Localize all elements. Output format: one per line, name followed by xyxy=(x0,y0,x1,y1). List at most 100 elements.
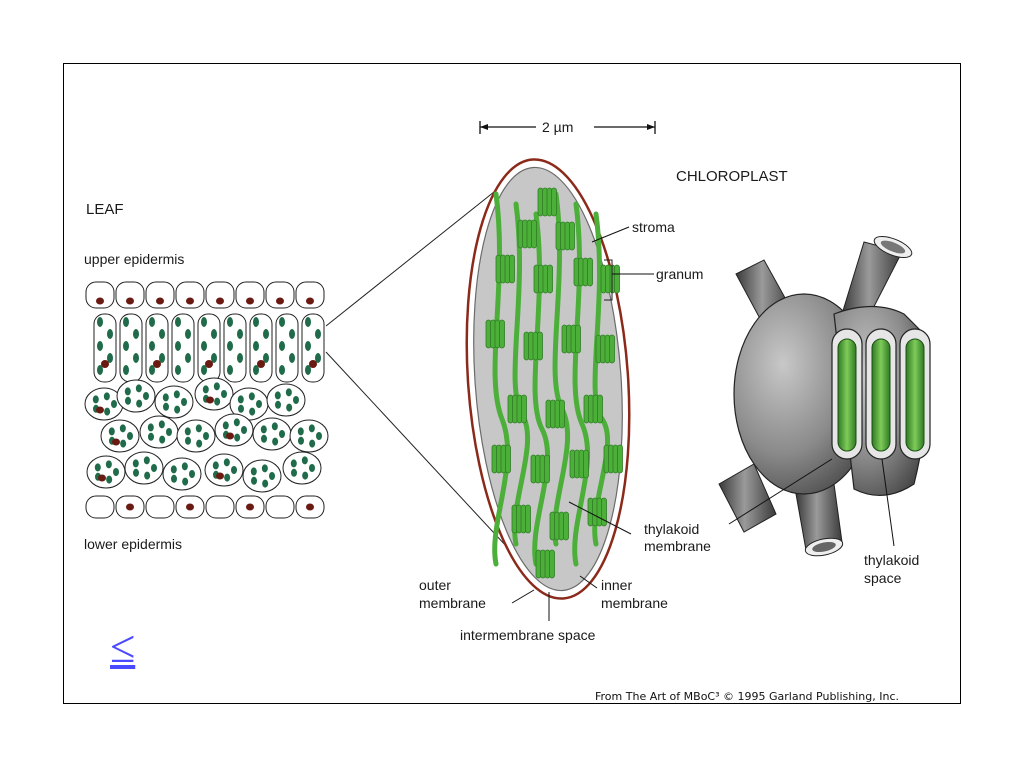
granum-disc xyxy=(597,394,603,424)
cell-nucleus xyxy=(186,503,194,511)
cell-chloroplast xyxy=(289,329,295,339)
spongy-cell xyxy=(162,457,202,491)
upper-epidermis-label: upper epidermis xyxy=(84,251,184,267)
cell-chloroplast xyxy=(279,317,285,327)
cell-chloroplast xyxy=(97,341,103,351)
cell-nucleus xyxy=(96,406,104,414)
cell-chloroplast xyxy=(279,365,285,375)
cell-chloroplast xyxy=(261,464,268,473)
cell-chloroplast xyxy=(159,329,165,339)
granum-disc xyxy=(559,399,565,429)
chloroplast-title: CHLOROPLAST xyxy=(676,168,788,185)
cell-chloroplast xyxy=(237,395,244,404)
cell-chloroplast xyxy=(253,341,259,351)
cell-chloroplast xyxy=(159,353,165,363)
granum-disc xyxy=(569,221,575,251)
cell-chloroplast xyxy=(305,317,311,327)
cell-chloroplast xyxy=(133,329,139,339)
cell-chloroplast xyxy=(227,341,233,351)
lower-epidermis-cell xyxy=(85,495,115,519)
cell-chloroplast xyxy=(250,476,257,485)
cell-chloroplast xyxy=(147,432,154,441)
cell-chloroplast xyxy=(274,400,281,409)
cell-chloroplast xyxy=(202,385,209,394)
cell-chloroplast xyxy=(237,329,243,339)
cell-chloroplast xyxy=(248,392,255,401)
cell-chloroplast xyxy=(151,464,157,472)
cell-chloroplast xyxy=(301,456,308,465)
upper-epidermis-cell xyxy=(115,281,145,309)
spongy-cell xyxy=(139,415,179,449)
spongy-cell xyxy=(252,417,292,451)
thylakoid-membrane-label-1: thylakoid xyxy=(644,521,699,537)
cell-nucleus xyxy=(306,297,314,305)
cell-chloroplast xyxy=(271,422,278,431)
cell-chloroplast xyxy=(231,466,237,474)
cell-chloroplast xyxy=(260,425,267,434)
cell-chloroplast xyxy=(127,432,133,440)
cell-chloroplast xyxy=(184,427,191,436)
cell-chloroplast xyxy=(249,407,256,416)
cell-nucleus xyxy=(257,360,265,368)
cell-nucleus xyxy=(246,297,254,305)
cell-chloroplast xyxy=(120,439,127,448)
cell-chloroplast xyxy=(123,317,129,327)
scale-label: 2 µm xyxy=(542,119,573,135)
spongy-cell xyxy=(194,377,234,411)
cell-chloroplast xyxy=(123,365,129,375)
cell-chloroplast xyxy=(316,432,322,440)
upper-epidermis-cell xyxy=(175,281,205,309)
intermembrane-space-label: intermembrane space xyxy=(460,627,596,643)
granum-disc xyxy=(549,549,555,579)
upper-epidermis-cell xyxy=(295,281,325,309)
spongy-cell xyxy=(214,413,254,447)
cell-chloroplast xyxy=(185,329,191,339)
cell-chloroplast xyxy=(221,390,227,398)
cell-nucleus xyxy=(309,360,317,368)
inner-membrane-label-1: inner xyxy=(601,577,632,593)
cell-chloroplast xyxy=(104,407,111,416)
cell-chloroplast xyxy=(211,353,217,363)
cell-nucleus xyxy=(246,503,254,511)
previous-slide-link[interactable]: ≤ xyxy=(110,621,136,672)
leaf-cross-section xyxy=(84,281,329,519)
cell-chloroplast xyxy=(315,329,321,339)
cell-chloroplast xyxy=(175,365,181,375)
granum-disc xyxy=(521,394,527,424)
cell-nucleus xyxy=(126,503,134,511)
cell-chloroplast xyxy=(256,400,262,408)
thylakoid-3d-model xyxy=(718,235,931,557)
cell-nucleus xyxy=(205,360,213,368)
cell-chloroplast xyxy=(227,317,233,327)
cell-chloroplast xyxy=(182,477,189,486)
spongy-cell xyxy=(289,419,329,453)
outer-membrane-label-2: membrane xyxy=(419,595,486,611)
cell-chloroplast xyxy=(237,353,243,363)
cell-chloroplast xyxy=(196,439,203,448)
cell-chloroplast xyxy=(136,399,143,408)
cell-chloroplast xyxy=(111,400,117,408)
granum-disc xyxy=(583,449,589,479)
cell-chloroplast xyxy=(234,433,241,442)
chloroplast-section xyxy=(465,158,631,600)
cell-chloroplast xyxy=(132,459,139,468)
cell-chloroplast xyxy=(262,479,269,488)
credit-line: From The Art of MBoC³ © 1995 Garland Pub… xyxy=(595,690,899,703)
upper-epidermis-cell xyxy=(235,281,265,309)
slide-frame: 2 µm xyxy=(63,63,961,704)
cell-chloroplast xyxy=(181,462,188,471)
cell-nucleus xyxy=(126,297,134,305)
cell-chloroplast xyxy=(289,353,295,363)
granum-disc xyxy=(547,264,553,294)
cell-chloroplast xyxy=(263,353,269,363)
cell-chloroplast xyxy=(143,392,149,400)
cell-chloroplast xyxy=(113,468,119,476)
cell-nucleus xyxy=(98,474,106,482)
cell-chloroplast xyxy=(107,353,113,363)
cell-chloroplast xyxy=(263,329,269,339)
cell-chloroplast xyxy=(149,317,155,327)
upper-epidermis-cell xyxy=(145,281,175,309)
cell-chloroplast xyxy=(250,467,257,476)
cell-chloroplast xyxy=(94,463,101,472)
granum-disc xyxy=(509,254,515,284)
